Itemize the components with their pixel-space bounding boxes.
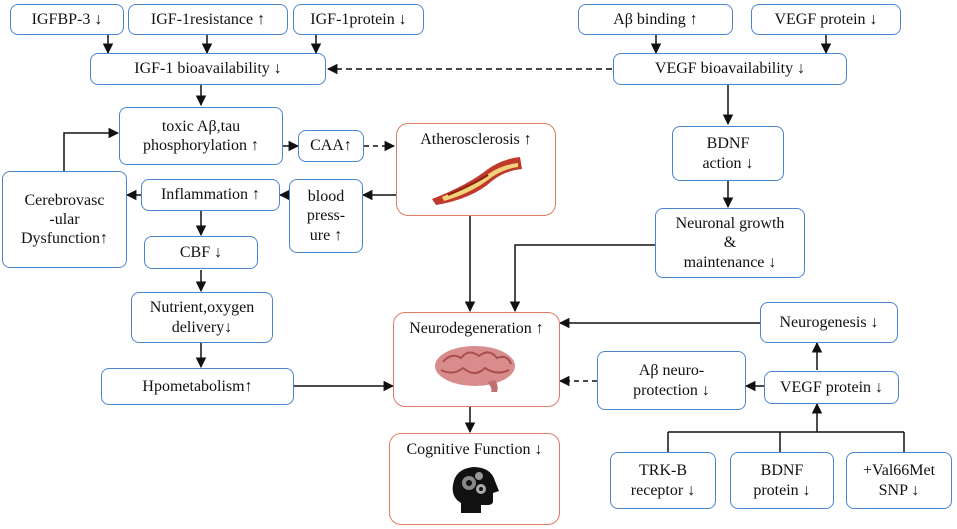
trkb-node: TRK-B receptor ↓ [610, 452, 716, 509]
toxic-abeta-node: toxic Aβ,tau phosphorylation ↑ [119, 107, 283, 165]
arrow-cerebro-to-toxic [63, 127, 120, 171]
bdnf-protein-node: BDNF protein ↓ [730, 452, 834, 509]
cerebrovascular-node: Cerebrovasc -ular Dysfunction↑ [2, 171, 127, 268]
blood-pressure-node: blood press- ure ↑ [289, 179, 363, 253]
val66met-node: +Val66Met SNP ↓ [846, 452, 952, 509]
inflammation-node: Inflammation ↑ [141, 179, 280, 211]
vegf-protein-top-node: VEGF protein ↓ [751, 4, 901, 35]
abeta-binding-node: Aβ binding ↑ [578, 4, 733, 35]
neurogenesis-node: Neurogenesis ↓ [760, 302, 898, 343]
neurodegeneration-node: Neurodegeneration ↑ [393, 312, 560, 407]
brain-icon [434, 346, 515, 393]
head-gears-icon [452, 467, 499, 514]
igf1-bioavailability-node: IGF-1 bioavailability ↓ [90, 53, 326, 85]
cognitive-function-node: Cognitive Function ↓ [389, 433, 560, 525]
abeta-neuroprotection-node: Aβ neuro- protection ↓ [597, 351, 746, 410]
atherosclerosis-node: Atherosclerosis ↑ [396, 123, 556, 216]
arrow-growth-to-neuro [509, 244, 655, 313]
caa-node: CAA↑ [298, 130, 364, 162]
cbf-node: CBF ↓ [144, 236, 258, 269]
bdnf-action-node: BDNF action ↓ [672, 126, 784, 181]
artery-image [432, 157, 522, 206]
vegf-protein-bottom-node: VEGF protein ↓ [764, 371, 899, 404]
igf1-resistance-node: IGF-1resistance ↑ [128, 4, 288, 35]
igfbp3-node: IGFBP-3 ↓ [10, 4, 124, 35]
neuronal-growth-node: Neuronal growth & maintenance ↓ [655, 208, 805, 278]
hypometabolism-node: Hpometabolism↑ [101, 368, 294, 405]
nutrient-node: Nutrient,oxygen delivery↓ [131, 292, 273, 343]
igf1-protein-node: IGF-1protein ↓ [293, 4, 424, 35]
vegf-bioavailability-node: VEGF bioavailability ↓ [613, 53, 847, 85]
